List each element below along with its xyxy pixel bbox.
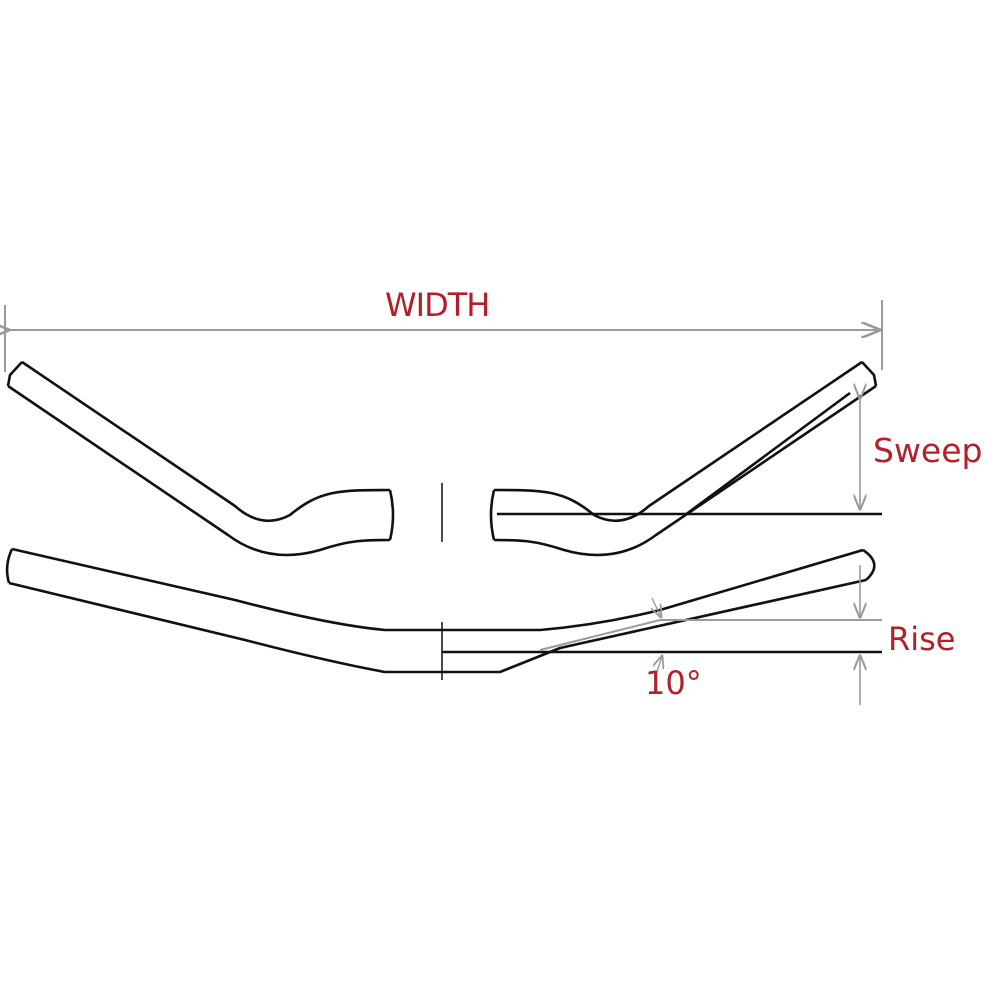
width-dimension — [5, 300, 883, 372]
handlebar-top-view — [6, 360, 882, 557]
handlebar-front-view — [5, 547, 882, 680]
angle-label: 10° — [645, 664, 702, 702]
rise-label: Rise — [888, 620, 956, 658]
width-label: WIDTH — [385, 286, 490, 324]
rise-dimension — [539, 565, 882, 705]
sweep-label: Sweep — [873, 431, 983, 470]
